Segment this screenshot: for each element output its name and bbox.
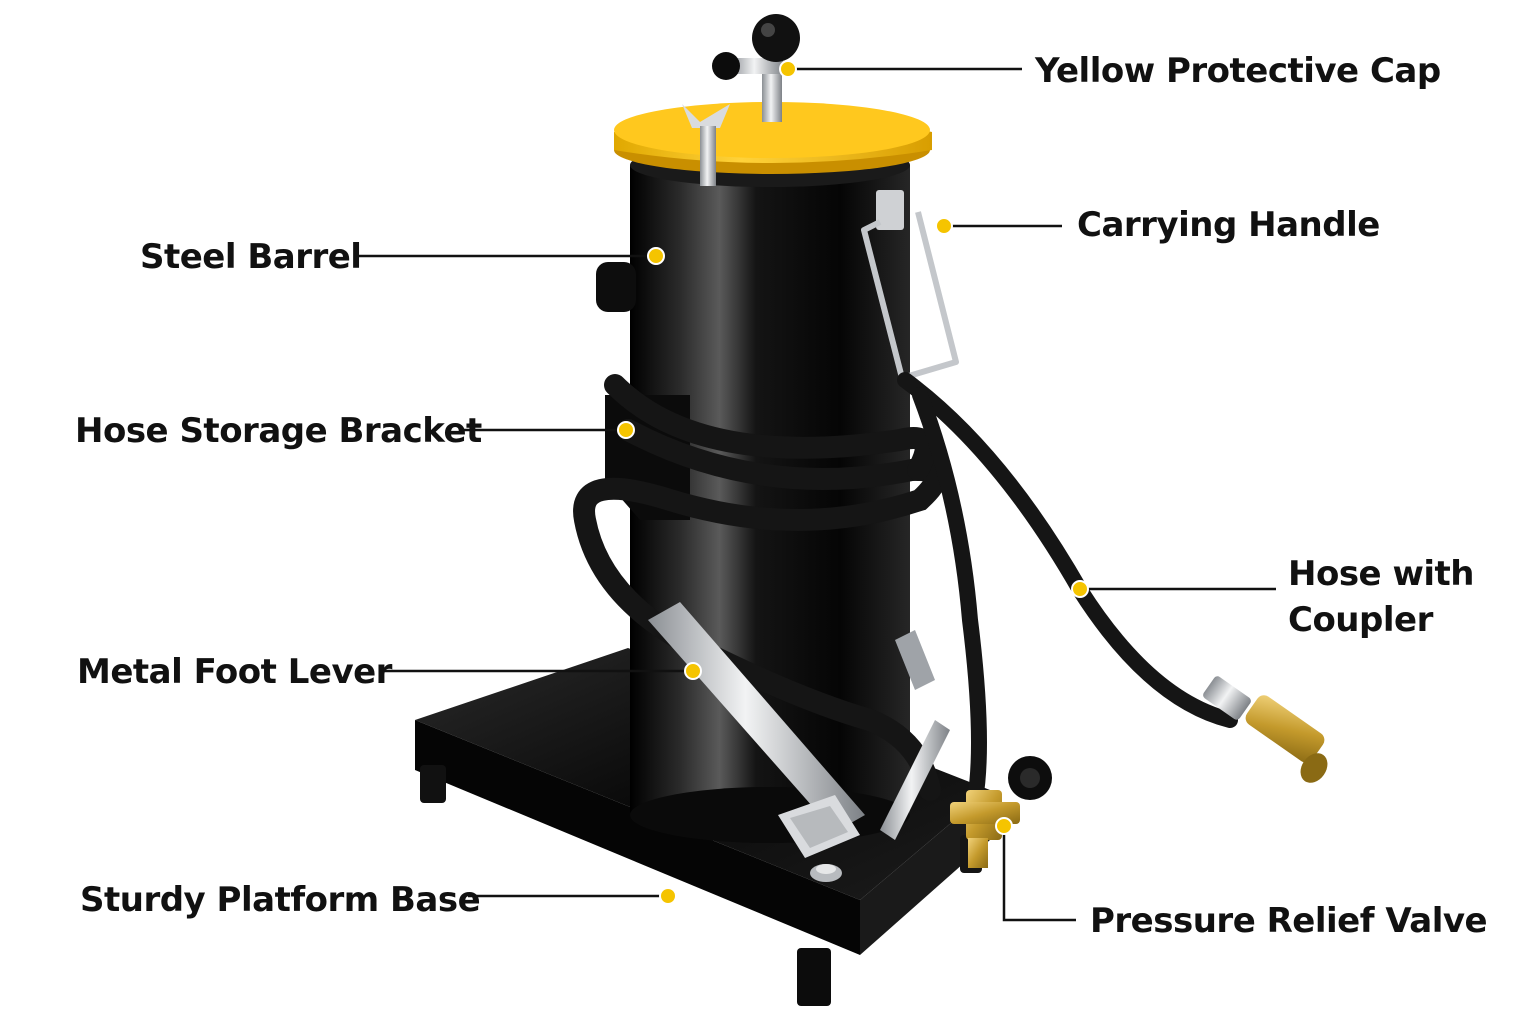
yellow-protective-cap-label-line: Yellow Protective Cap xyxy=(1035,51,1441,91)
pressure-relief-valve-leader-line xyxy=(1002,826,1076,922)
carrying-handle-label-line: Carrying Handle xyxy=(1077,205,1380,245)
hose-with-coupler-dot xyxy=(1071,580,1089,598)
foot-lever-shape xyxy=(648,602,865,858)
steel-barrel-label-line: Steel Barrel xyxy=(140,237,362,277)
metal-foot-lever-label: Metal Foot Lever xyxy=(77,649,392,695)
carrying-handle-label: Carrying Handle xyxy=(1077,202,1380,248)
metal-foot-lever-label-line: Metal Foot Lever xyxy=(77,652,392,692)
pressure-relief-valve-label-line: Pressure Relief Valve xyxy=(1090,901,1488,941)
coupler-shape xyxy=(1203,676,1328,783)
hose-storage-bracket-label: Hose Storage Bracket xyxy=(75,408,482,454)
pressure-relief-valve-label: Pressure Relief Valve xyxy=(1090,898,1488,944)
hose-storage-bracket-label-line: Hose Storage Bracket xyxy=(75,411,482,451)
yellow-protective-cap-dot xyxy=(779,60,797,78)
steel-barrel-label: Steel Barrel xyxy=(140,234,362,280)
steel-barrel-dot xyxy=(647,247,665,265)
hose-with-coupler-label-line: Coupler xyxy=(1288,600,1433,640)
hose-with-coupler-label-line: Hose with xyxy=(1288,554,1474,594)
yellow-protective-cap-label: Yellow Protective Cap xyxy=(1035,48,1441,94)
carrying-handle-dot xyxy=(935,217,953,235)
sturdy-platform-base-label: Sturdy Platform Base xyxy=(80,877,481,923)
callout-leaders xyxy=(356,60,1276,922)
steel-pipe-shape xyxy=(880,630,950,840)
hose-storage-bracket-dot xyxy=(617,421,635,439)
sturdy-platform-base-dot xyxy=(659,887,677,905)
pressure-relief-valve-dot xyxy=(995,817,1013,835)
sturdy-platform-base-label-line: Sturdy Platform Base xyxy=(80,880,481,920)
metal-foot-lever-dot xyxy=(684,662,702,680)
yellow-lid-shape xyxy=(614,14,932,186)
